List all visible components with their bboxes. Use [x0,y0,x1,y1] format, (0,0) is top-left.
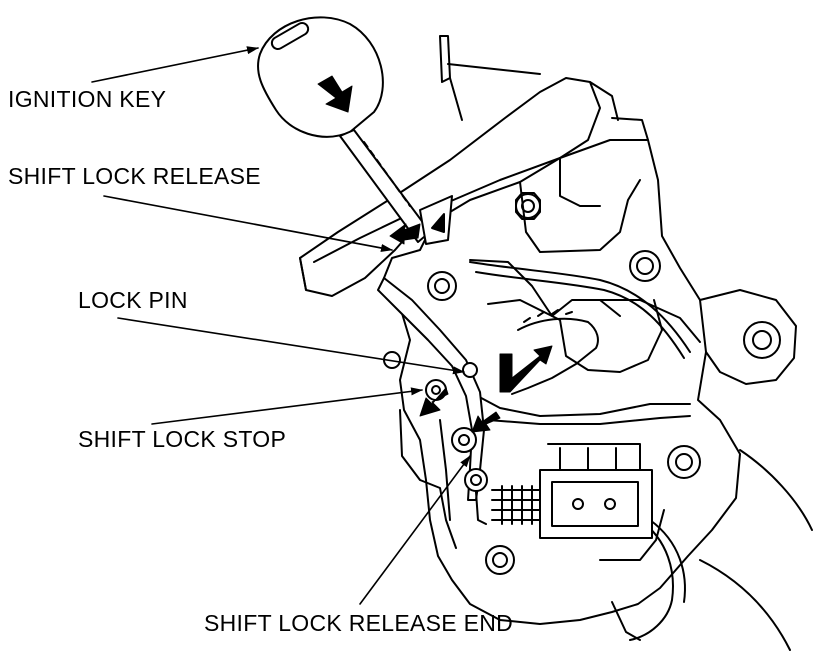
steering-column-housing [299,35,619,297]
callout-leaders [91,46,471,605]
lock-pin-label: LOCK PIN [78,287,188,313]
leader-shift-lock-release-end [359,455,471,605]
motion-arrows [419,345,553,433]
shift-lock-stop-label: SHIFT LOCK STOP [78,426,287,452]
shift-lock-solenoid [491,443,653,539]
shift-lock-release-label: SHIFT LOCK RELEASE [8,163,261,189]
lock-pin [462,362,478,378]
leader-ignition-key [91,46,259,83]
bolt-heads [383,192,701,575]
lock-pin-arc [511,309,599,395]
wiring-harness [469,261,813,651]
leader-lock-pin [117,317,465,375]
mounting-tab [699,289,797,385]
leader-shift-lock-stop [151,387,423,425]
leader-shift-lock-release [103,195,393,252]
ignition-key [257,16,431,243]
ignition-key-label: IGNITION KEY [8,86,167,112]
release-end-pins [451,427,488,525]
lower-bracket [399,409,457,549]
shift-lock-release-end-label: SHIFT LOCK RELEASE END [204,610,514,636]
release-button [389,195,453,245]
